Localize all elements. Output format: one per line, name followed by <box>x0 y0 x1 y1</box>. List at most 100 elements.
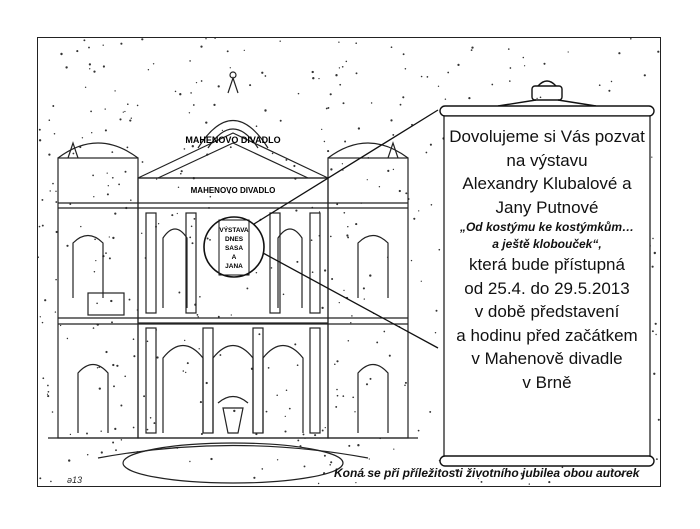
stipple-dot <box>102 65 105 68</box>
stipple-dot <box>41 198 44 201</box>
stipple-dot <box>311 271 314 274</box>
stipple-dot <box>105 350 108 354</box>
stipple-dot <box>127 103 129 105</box>
stipple-dot <box>258 333 261 336</box>
invitation-line: Alexandry Klubalové a <box>462 174 632 193</box>
stipple-dot <box>643 74 646 77</box>
stipple-dot <box>72 152 75 155</box>
invitation-frame: MAHENOVO DIVADLO MAHENOVO DIVADLO VÝSTAV… <box>37 37 661 487</box>
stipple-dot <box>81 137 84 139</box>
invitation-line: Dovolujeme si Vás pozvat <box>449 127 645 146</box>
stipple-dot <box>561 466 564 469</box>
stipple-dot <box>520 472 523 475</box>
stipple-dot <box>88 46 90 49</box>
stipple-dot <box>209 239 211 241</box>
invitation-line: v době představení <box>474 302 620 321</box>
stipple-dot <box>660 44 661 45</box>
stipple-dot <box>610 80 613 83</box>
invitation-line: a hodinu před začátkem <box>456 325 638 345</box>
stipple-dot <box>130 199 132 201</box>
stipple-dot <box>323 140 326 143</box>
stipple-dot <box>261 468 264 470</box>
stipple-dot <box>155 178 158 180</box>
stipple-dot <box>363 474 366 477</box>
stipple-dot <box>336 203 339 206</box>
stipple-dot <box>217 85 220 88</box>
stipple-dot <box>51 411 54 413</box>
stipple-dot <box>509 67 512 69</box>
stipple-dot <box>200 45 203 48</box>
stipple-dot <box>399 103 402 106</box>
stipple-dot <box>325 107 328 110</box>
stipple-dot <box>265 410 268 413</box>
stipple-dot <box>660 136 661 138</box>
stipple-dot <box>52 105 55 107</box>
stipple-dot <box>330 168 333 171</box>
stipple-dot <box>66 244 69 247</box>
stipple-dot <box>405 192 408 195</box>
stipple-dot <box>457 63 460 67</box>
stipple-dot <box>38 256 39 259</box>
stipple-dot <box>279 119 282 122</box>
scroll-banner <box>439 80 655 467</box>
svg-text:A: A <box>232 254 237 261</box>
invitation-line: která bude přístupná <box>469 255 625 274</box>
stipple-dot <box>318 77 320 80</box>
stipple-dot <box>342 395 345 397</box>
stipple-dot <box>598 84 601 87</box>
stipple-dot <box>491 83 494 86</box>
stipple-dot <box>651 156 653 158</box>
stipple-dot <box>521 474 524 477</box>
stipple-dot <box>352 396 355 399</box>
stipple-dot <box>213 103 216 107</box>
stipple-dot <box>651 265 654 268</box>
stipple-dot <box>214 38 216 39</box>
stipple-dot <box>522 56 525 59</box>
stipple-dot <box>387 169 390 172</box>
stipple-dot <box>430 204 433 206</box>
stipple-dot <box>111 176 114 179</box>
stipple-dot <box>76 50 79 53</box>
stipple-dot <box>438 248 441 251</box>
stipple-dot <box>229 146 232 149</box>
stipple-dot <box>92 327 95 329</box>
stipple-dot <box>52 182 54 185</box>
stipple-dot <box>210 457 213 461</box>
stipple-dot <box>55 190 57 193</box>
stipple-dot <box>338 67 341 69</box>
stipple-dot <box>567 51 569 53</box>
theatre-drawing: MAHENOVO DIVADLO MAHENOVO DIVADLO VÝSTAV… <box>48 71 439 484</box>
stipple-dot <box>41 321 44 324</box>
stipple-dot <box>105 252 107 254</box>
stipple-dot <box>132 338 135 341</box>
stipple-dot <box>393 448 395 450</box>
stipple-dot <box>38 128 41 131</box>
stipple-dot <box>255 271 258 274</box>
stipple-dot <box>410 259 413 262</box>
hanger-icon <box>497 80 597 107</box>
stipple-dot <box>221 129 223 131</box>
stipple-dot <box>189 60 191 62</box>
stipple-dot <box>378 186 381 188</box>
stipple-dot <box>468 96 471 100</box>
stipple-dot <box>130 117 133 119</box>
stipple-dot <box>48 153 51 156</box>
stipple-dot <box>657 418 660 421</box>
stipple-dot <box>330 461 333 464</box>
magnifier-circle <box>203 216 265 278</box>
stipple-dot <box>180 170 183 173</box>
stipple-dot <box>104 129 107 132</box>
stipple-dot <box>507 48 510 50</box>
stipple-dot <box>288 407 291 410</box>
stipple-dot <box>343 289 345 292</box>
stipple-dot <box>114 90 116 92</box>
stipple-dot <box>88 63 92 66</box>
stipple-dot <box>110 299 113 303</box>
stipple-dot <box>264 109 267 112</box>
stipple-dot <box>420 75 423 78</box>
stipple-dot <box>88 68 91 70</box>
stipple-dot <box>111 151 114 153</box>
stipple-dot <box>149 417 152 419</box>
stipple-dot <box>141 161 144 163</box>
stipple-dot <box>608 89 611 92</box>
